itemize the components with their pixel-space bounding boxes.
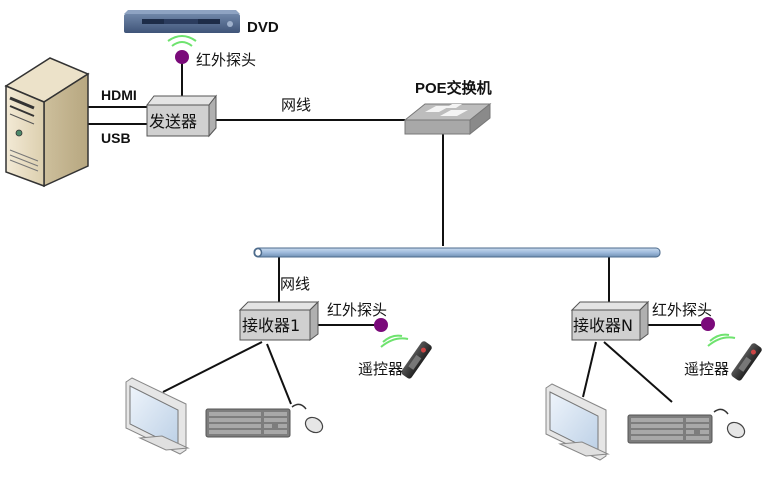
cable-receiver1-label: 网线 — [280, 275, 310, 293]
remote-control-icon[interactable] — [400, 340, 433, 380]
ir-probe-top-label: 红外探头 — [196, 51, 256, 69]
network-bus-pipe — [253, 247, 661, 258]
receiverN-label: 接收器N — [573, 316, 633, 335]
receiver1-to-mouse-cable — [266, 343, 292, 405]
remote-control-icon[interactable] — [730, 342, 763, 382]
receiverN-to-monitor-cable — [582, 341, 597, 398]
hdmi-label: HDMI — [101, 87, 137, 103]
mouse-icon[interactable] — [713, 408, 747, 440]
mouse-icon[interactable] — [291, 403, 325, 435]
monitor-icon[interactable] — [125, 377, 190, 455]
cable-top-label: 网线 — [281, 96, 311, 114]
receiverN-box[interactable]: 接收器N — [570, 300, 650, 341]
dvd-label: DVD — [247, 19, 279, 36]
ir-wave-icon — [167, 35, 197, 47]
receiver1-remote-label: 遥控器 — [358, 360, 403, 378]
transmitter-box[interactable]: 发送器 — [145, 94, 218, 138]
ir-probe-top — [167, 35, 197, 64]
ir-wave-icon — [707, 333, 736, 347]
server-tower-icon — [4, 57, 90, 188]
keyboard-icon[interactable] — [205, 408, 291, 438]
monitor-icon[interactable] — [545, 383, 610, 461]
ir-probe-1-icon — [374, 318, 388, 332]
receiver1-ir-label: 红外探头 — [327, 301, 387, 319]
connection-lines — [88, 60, 705, 405]
usb-label: USB — [101, 130, 131, 146]
ir-probe-n-icon — [701, 317, 715, 331]
receiver1-label: 接收器1 — [242, 316, 300, 335]
receiverN-to-keyboard-cable — [603, 341, 673, 403]
keyboard-icon[interactable] — [627, 414, 713, 444]
network-switch-icon[interactable] — [403, 102, 492, 136]
receiverN-ir-label: 红外探头 — [652, 301, 712, 319]
ir-wave-icon — [380, 334, 409, 348]
transmitter-label: 发送器 — [149, 112, 197, 131]
ir-probe-icon — [175, 50, 189, 64]
receiver1-box[interactable]: 接收器1 — [238, 300, 320, 341]
poe-switch-label: POE交换机 — [415, 79, 492, 97]
receiverN-remote-label: 遥控器 — [684, 360, 729, 378]
receiver1-to-monitor-cable — [162, 341, 263, 393]
dvd-player-icon — [124, 10, 240, 33]
